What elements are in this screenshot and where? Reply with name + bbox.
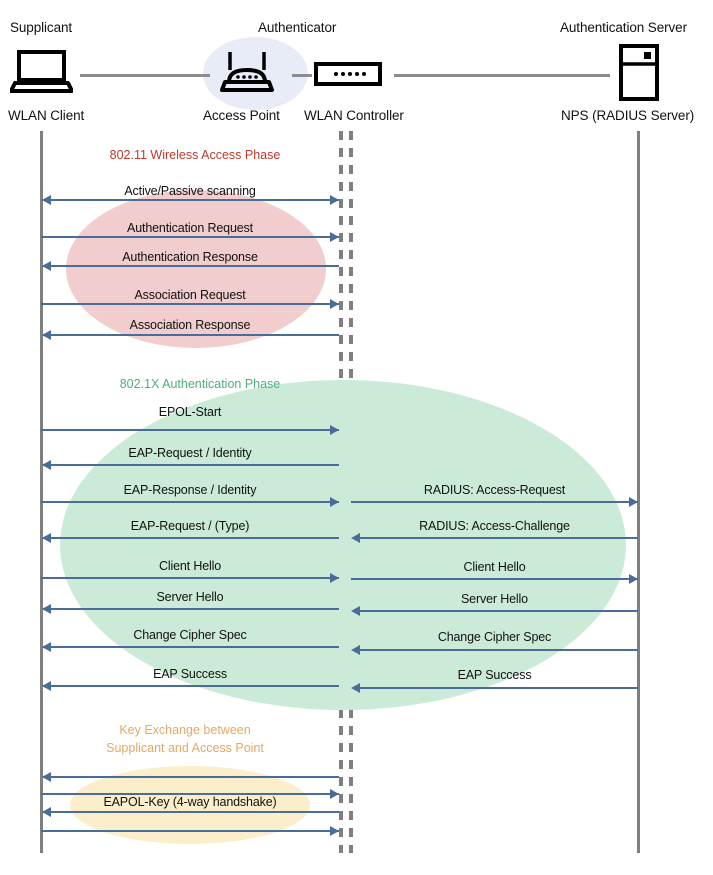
msg-line-authentication-response xyxy=(43,265,339,267)
msg-line-radius-access-challenge xyxy=(353,537,638,539)
arrow-head-left-change-cipher-spec-left xyxy=(42,642,51,652)
arrow-head-right-epol-start xyxy=(330,425,339,435)
supplicant-device-label: WLAN Client xyxy=(8,108,85,123)
arrow-head-right-authentication-request xyxy=(330,232,339,242)
arrow-head-left-change-cipher-spec-right xyxy=(351,645,360,655)
server-tower-icon xyxy=(618,44,660,106)
arrow-head-right-active-passive-scanning xyxy=(330,195,339,205)
msg-line-eap-success-left xyxy=(43,685,339,687)
msg-line-client-hello-right xyxy=(351,578,638,580)
msg-label-server-hello-right: Server Hello xyxy=(461,592,528,606)
msg-label-eap-success-right: EAP Success xyxy=(457,668,532,682)
arrow-head-left-key-exchange-3 xyxy=(42,807,51,817)
msg-label-eap-response-identity: EAP-Response / Identity xyxy=(123,483,257,497)
msg-line-server-hello-right xyxy=(353,610,638,612)
auth-server-role-label: Authentication Server xyxy=(560,20,687,35)
phase-8021x-title: 802.1X Authentication Phase xyxy=(119,377,281,391)
link-client-to-ap xyxy=(80,74,210,77)
msg-line-radius-access-request xyxy=(351,501,638,503)
wifi-router-icon xyxy=(216,50,278,99)
msg-label-eap-request-type: EAP-Request / (Type) xyxy=(130,519,250,533)
link-controller-to-server xyxy=(394,74,610,77)
msg-label-change-cipher-spec-left: Change Cipher Spec xyxy=(133,628,247,642)
msg-line-eap-request-type xyxy=(43,537,339,539)
arrow-head-right-client-hello-right xyxy=(629,574,638,584)
arrow-head-left-key-exchange-1 xyxy=(42,772,51,782)
msg-label-association-request: Association Request xyxy=(134,288,246,302)
phase-80211-ellipse xyxy=(66,190,326,348)
arrow-head-right-eap-response-identity xyxy=(330,497,339,507)
msg-label-change-cipher-spec-right: Change Cipher Spec xyxy=(437,630,552,644)
arrow-head-right-key-exchange-4 xyxy=(330,826,339,836)
arrow-head-left-server-hello-left xyxy=(42,604,51,614)
authenticator-group-ellipse xyxy=(203,37,308,110)
msg-line-client-hello-left xyxy=(41,577,339,579)
msg-line-change-cipher-spec-right xyxy=(353,649,638,651)
msg-label-client-hello-right: Client Hello xyxy=(463,560,526,574)
arrow-head-right-client-hello-left xyxy=(330,573,339,583)
link-ap-to-controller xyxy=(292,74,312,77)
msg-label-active-passive-scanning: Active/Passive scanning xyxy=(124,184,256,198)
authenticator-role-label: Authenticator xyxy=(258,20,337,35)
access-point-device-label: Access Point xyxy=(203,108,280,123)
lifeline-auth-server xyxy=(637,131,640,853)
msg-label-epol-start: EPOL-Start xyxy=(158,405,222,419)
phase-key-exchange-title-line1: Key Exchange between xyxy=(119,723,251,737)
phase-8021x-ellipse xyxy=(60,380,626,710)
arrow-head-left-eap-success-right xyxy=(351,683,360,693)
msg-line-eap-success-right xyxy=(353,687,638,689)
arrow-head-right-key-exchange-2 xyxy=(330,789,339,799)
msg-line-authentication-request xyxy=(41,236,339,238)
msg-line-eap-response-identity xyxy=(41,501,339,503)
supplicant-role-label: Supplicant xyxy=(10,20,73,35)
msg-label-authentication-request: Authentication Request xyxy=(127,221,253,235)
arrow-head-left-server-hello-right xyxy=(351,606,360,616)
arrow-head-left-association-response xyxy=(42,330,51,340)
arrow-head-left-authentication-response xyxy=(42,261,51,271)
wlan-controller-device-label: WLAN Controller xyxy=(304,108,404,123)
auth-server-device-label: NPS (RADIUS Server) xyxy=(561,108,695,123)
arrow-head-left-active-passive-scanning xyxy=(42,195,51,205)
network-switch-icon xyxy=(314,62,382,91)
phase-key-exchange-title-line2: Supplicant and Access Point xyxy=(106,741,264,755)
msg-label-eap-request-identity: EAP-Request / Identity xyxy=(128,446,252,460)
msg-label-eap-success-left: EAP Success xyxy=(153,667,227,681)
arrow-head-left-eap-request-identity xyxy=(42,460,51,470)
msg-line-active-passive-scanning xyxy=(43,199,339,201)
msg-line-key-exchange-4 xyxy=(41,830,339,832)
arrow-head-right-radius-access-request xyxy=(629,497,638,507)
msg-label-radius-access-challenge: RADIUS: Access-Challenge xyxy=(419,519,570,533)
arrow-head-right-association-request xyxy=(330,299,339,309)
msg-label-association-response: Association Response xyxy=(129,318,251,332)
lifeline-supplicant xyxy=(40,131,43,853)
msg-line-association-request xyxy=(41,303,339,305)
msg-label-authentication-response: Authentication Response xyxy=(122,250,258,264)
msg-line-key-exchange-3 xyxy=(43,811,339,813)
msg-line-key-exchange-1 xyxy=(43,776,339,778)
msg-label-radius-access-request: RADIUS: Access-Request xyxy=(423,483,566,497)
arrow-head-left-radius-access-challenge xyxy=(351,533,360,543)
msg-label-client-hello-left: Client Hello xyxy=(158,559,222,573)
msg-line-eap-request-identity xyxy=(43,464,339,466)
msg-line-server-hello-left xyxy=(43,608,339,610)
msg-line-change-cipher-spec-left xyxy=(43,646,339,648)
msg-line-epol-start xyxy=(41,429,339,431)
msg-label-server-hello-left: Server Hello xyxy=(156,590,224,604)
arrow-head-left-eap-request-type xyxy=(42,533,51,543)
msg-label-eapol-key-handshake: EAPOL-Key (4-way handshake) xyxy=(103,795,277,809)
msg-line-key-exchange-2 xyxy=(41,793,339,795)
msg-line-association-response xyxy=(43,334,339,336)
phase-80211-title: 802.11 Wireless Access Phase xyxy=(109,148,281,162)
laptop-icon xyxy=(9,50,74,98)
arrow-head-left-eap-success-left xyxy=(42,681,51,691)
